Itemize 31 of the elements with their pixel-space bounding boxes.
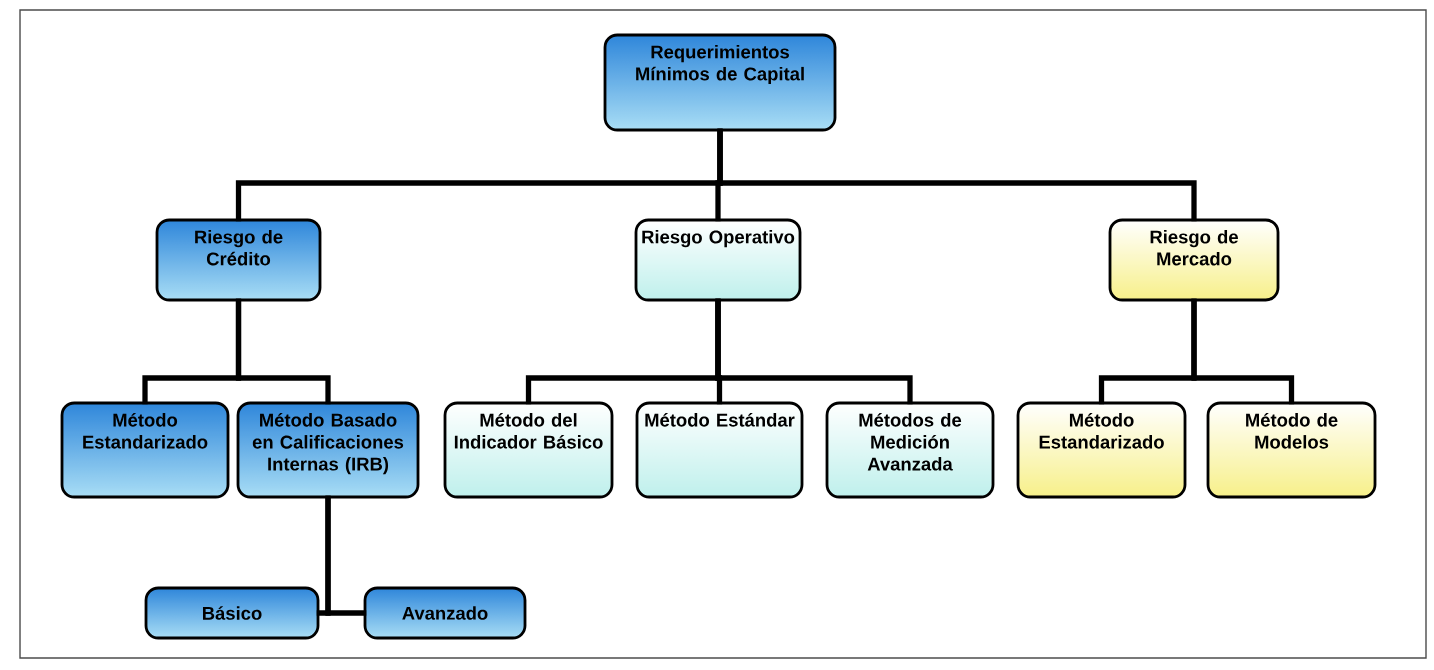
box [443, 401, 614, 499]
box-label: Método de Modelos [1246, 412, 1338, 449]
box-label: Método Estandarizado [83, 412, 208, 449]
box [155, 218, 322, 302]
box [60, 401, 230, 499]
box [1016, 401, 1187, 499]
connector-line [1191, 298, 1295, 405]
box-label: Método Estandarizado [1039, 412, 1164, 449]
box [1206, 401, 1377, 499]
box [1108, 218, 1280, 302]
box-label: Método Estándar [645, 412, 795, 427]
box [635, 401, 804, 499]
box [363, 586, 527, 640]
box-label: Métodos de Medición Avanzada [859, 412, 962, 471]
box-label: Riesgo Operativo [642, 229, 795, 248]
box [634, 218, 802, 302]
box-label: Riesgo de Mercado [1150, 229, 1238, 266]
box-label: Método del Indicador Básico [454, 412, 603, 449]
box [603, 33, 837, 132]
box [236, 401, 420, 499]
box-label: Riesgo de Crédito [195, 229, 283, 266]
box-label: Avanzado [402, 606, 488, 620]
connector-line [715, 298, 913, 405]
box-label: Básico [203, 606, 262, 620]
box [825, 401, 995, 499]
connector-line [717, 128, 1197, 222]
box-label: Método Basado en Calificaciones Internas (IRB) [252, 412, 404, 475]
box [144, 586, 320, 640]
box-label: Requerimientos Mínimos de Capital [636, 44, 804, 85]
connector-line [325, 495, 367, 616]
connector-line [235, 298, 331, 405]
